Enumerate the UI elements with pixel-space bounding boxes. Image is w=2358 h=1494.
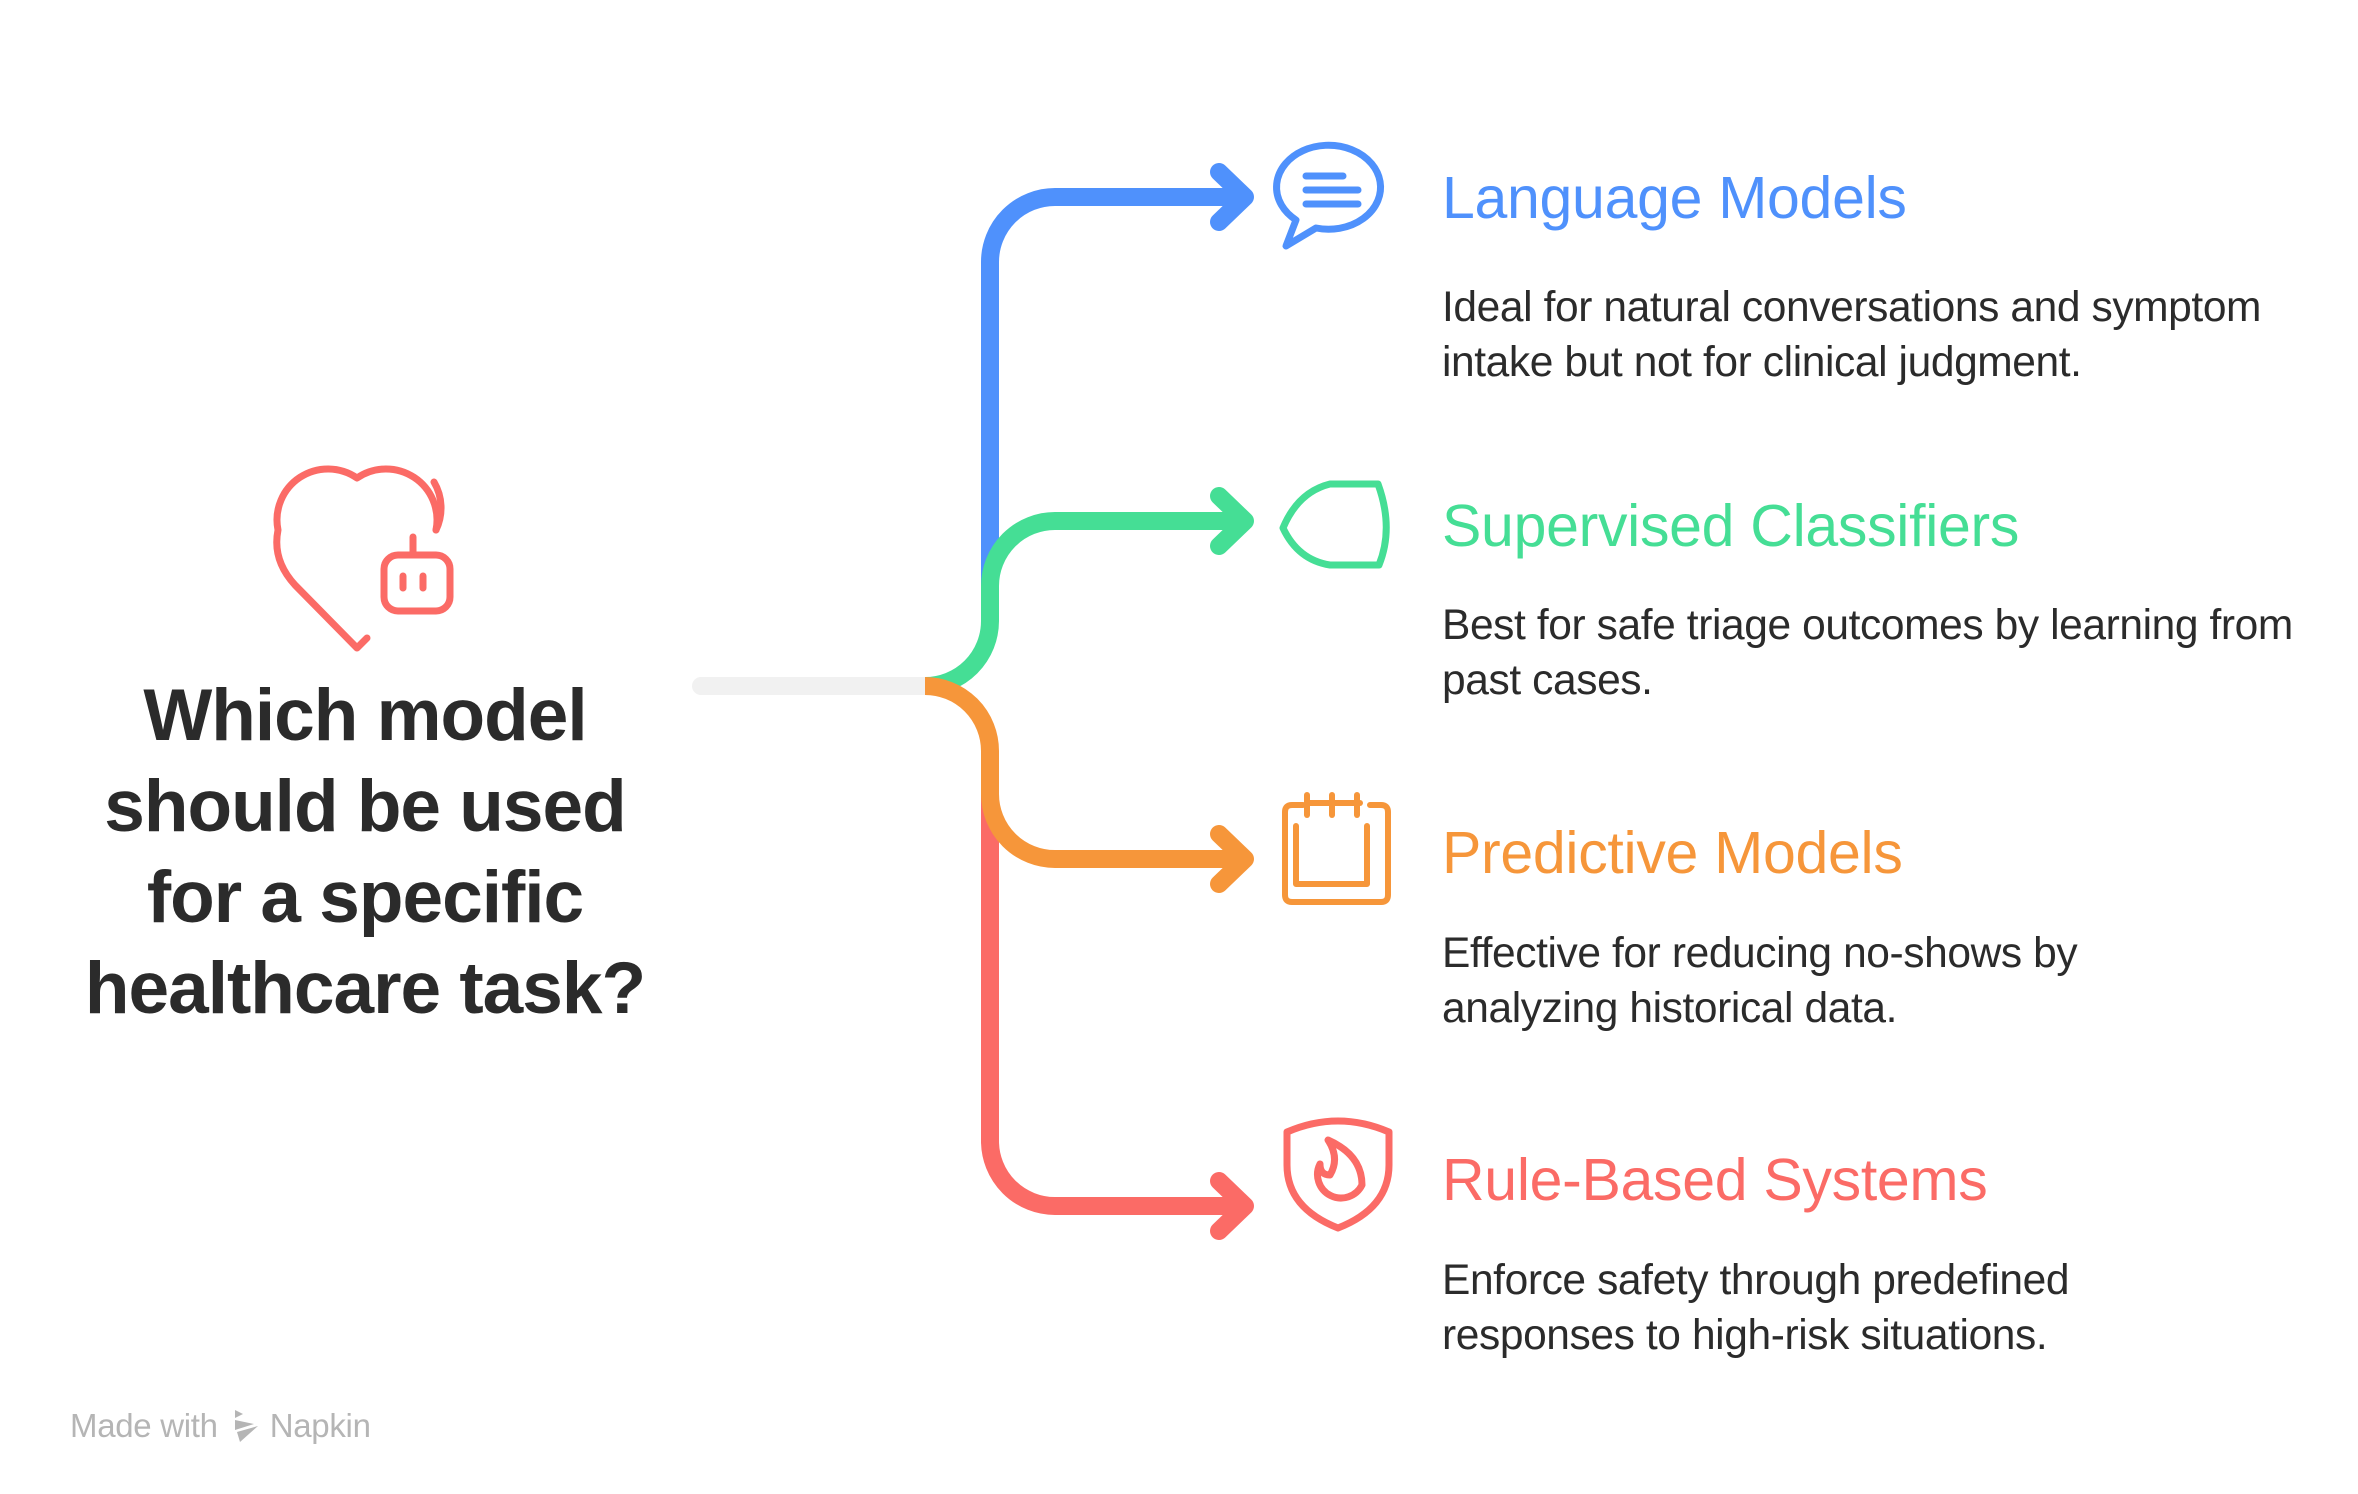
connector-language-models: [981, 188, 1245, 620]
option-description-supervised-classifiers: Best for safe triage outcomes by learnin…: [1442, 602, 2293, 704]
question-line: for a specific: [146, 857, 584, 938]
connector-predictive-models: [924, 677, 1245, 868]
speech-bubble-icon: [1273, 141, 1385, 250]
option-description-rule-based-systems: Enforce safety through predefined respon…: [1442, 1257, 2070, 1359]
connector-rule-based-systems: [981, 780, 1245, 1215]
question-line: healthcare task?: [84, 948, 646, 1029]
connector-supervised-classifiers: [924, 512, 1245, 695]
calendar-icon: [1282, 792, 1391, 905]
central-question: Which model should be used for a specifi…: [40, 670, 690, 1034]
question-line: should be used: [104, 766, 626, 847]
heart-robot-icon: [273, 465, 454, 652]
napkin-brand-label: Napkin: [269, 1407, 371, 1444]
arrow-head-supervised-classifiers: [1210, 487, 1254, 555]
made-with-label: Made with: [70, 1407, 218, 1444]
option-description-language-models: Ideal for natural conversations and symp…: [1442, 284, 2262, 386]
made-with-napkin-footer[interactable]: Made with Napkin: [70, 1404, 371, 1448]
option-title-predictive-models: Predictive Models: [1442, 820, 1903, 886]
option-description-predictive-models: Effective for reducing no-shows by analy…: [1442, 930, 2078, 1032]
arrow-head-predictive-models: [1210, 825, 1254, 893]
arrow-head-language-models: [1210, 163, 1254, 231]
option-title-rule-based-systems: Rule-Based Systems: [1442, 1147, 1988, 1213]
question-line: Which model: [143, 675, 587, 756]
option-title-language-models: Language Models: [1442, 165, 1907, 231]
option-title-supervised-classifiers: Supervised Classifiers: [1442, 493, 2020, 559]
napkin-logo-icon: [234, 1410, 258, 1442]
tag-shape-icon: [1279, 480, 1390, 569]
arrow-head-rule-based-systems: [1210, 1172, 1254, 1240]
shield-flame-icon: [1283, 1117, 1393, 1232]
